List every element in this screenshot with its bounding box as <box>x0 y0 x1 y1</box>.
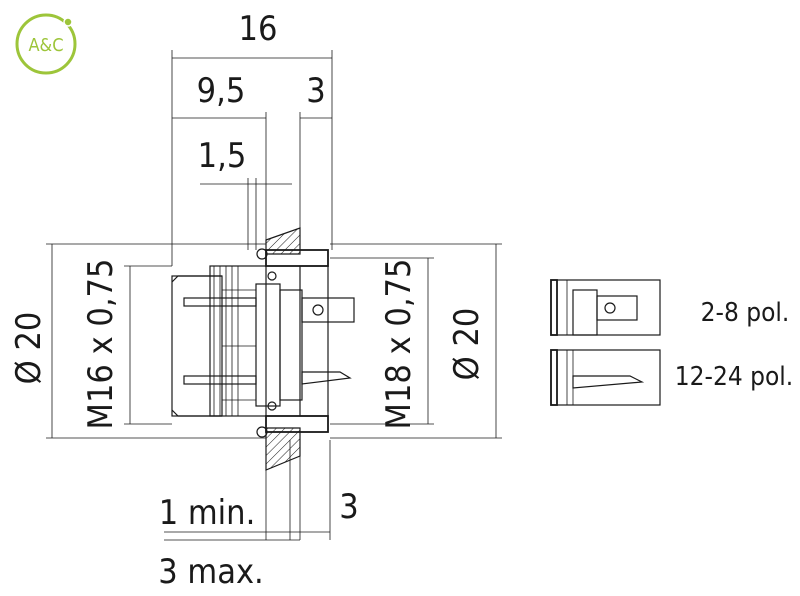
dim-panel-nut: 3 <box>339 487 358 527</box>
connector-body <box>171 265 303 417</box>
panel-nut <box>256 248 329 438</box>
variant-label-2: 12-24 pol. <box>675 362 793 392</box>
logo-text: A&C <box>28 35 63 56</box>
dim-thread-rear: M18 x 0,75 <box>379 259 419 430</box>
top-dimension-lines <box>171 50 333 266</box>
dim-offset: 1,5 <box>198 136 247 176</box>
dim-front-length: 9,5 <box>197 71 246 111</box>
brand-logo: A&C <box>15 13 77 75</box>
dim-thread-front: M16 x 0,75 <box>81 259 121 430</box>
bottom-dimension-lines <box>164 440 331 541</box>
side-dimension-lines <box>46 243 502 439</box>
dim-diameter-left: Ø 20 <box>9 312 49 385</box>
dim-overall-length: 16 <box>239 9 278 49</box>
dim-rear-length: 3 <box>306 71 325 111</box>
dim-diameter-right: Ø 20 <box>447 308 487 381</box>
dim-panel-max: 3 max. <box>158 552 264 592</box>
variant-detail-1 <box>550 279 661 336</box>
logo-dot <box>63 17 73 27</box>
dim-panel-min: 1 min. <box>159 493 256 533</box>
logo-ring <box>15 13 77 75</box>
variant-label-1: 2-8 pol. <box>701 298 790 328</box>
panel-wall <box>265 227 301 471</box>
variant-detail-2 <box>550 349 661 406</box>
